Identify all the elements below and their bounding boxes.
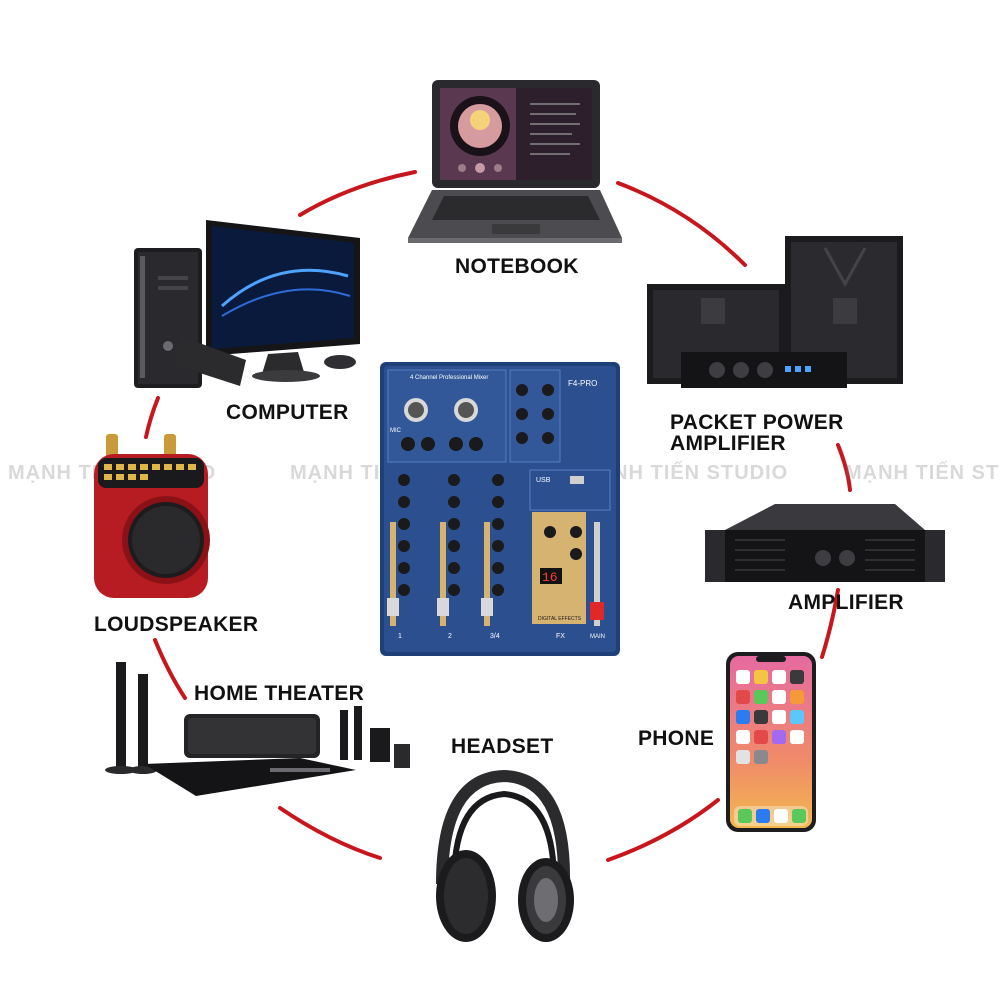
- mixer-ch2: 2: [448, 633, 452, 640]
- mixer-title: 4 Channel Professional Mixer: [410, 375, 488, 381]
- loudspeaker-label: LOUDSPEAKER: [94, 613, 259, 636]
- mixer-image: 4 Channel Professional Mixer F4-PRO USB …: [380, 362, 620, 656]
- mixer-display: 16: [542, 570, 558, 585]
- mixer-model: F4-PRO: [568, 379, 597, 388]
- arc-hometheater-headset: [278, 806, 382, 860]
- mixer-effects-label: DIGITAL EFFECTS: [538, 616, 582, 622]
- mixer-mic-label: MIC: [390, 428, 402, 434]
- mixer-ch34: 3/4: [490, 633, 500, 640]
- mixer-main: MAIN: [590, 634, 605, 640]
- notebook-image: [408, 80, 622, 243]
- arc-computer-loudspeaker: [144, 396, 160, 439]
- arc-phone-headset: [606, 798, 720, 862]
- home-theater-label: HOME THEATER: [194, 682, 365, 705]
- headset-label: HEADSET: [451, 735, 554, 758]
- arc-notebook-speakers: [616, 181, 747, 267]
- packet-power-amplifier-label-line2: AMPLIFIER: [670, 432, 786, 455]
- headset-image: [436, 769, 574, 942]
- watermark-text: MẠNH TIẾN STUDIO: [580, 462, 789, 484]
- mixer-usb: USB: [536, 477, 551, 484]
- arc-amplifier-phone: [820, 588, 840, 659]
- notebook-label: NOTEBOOK: [455, 255, 579, 278]
- computer-label: COMPUTER: [226, 401, 349, 424]
- phone-image: [726, 652, 816, 832]
- phone-label: PHONE: [638, 727, 715, 750]
- packet-power-amplifier-image: [647, 236, 903, 388]
- watermark-text: MẠNH TIẾN STUDIO: [845, 462, 1000, 484]
- loudspeaker-image: [94, 434, 210, 598]
- computer-image: [134, 220, 360, 388]
- mixer-fx: FX: [556, 633, 565, 640]
- amplifier-image: [705, 504, 945, 582]
- arc-loudspeaker-hometheater: [153, 638, 187, 700]
- packet-power-amplifier-label-line1: PACKET POWER: [670, 411, 844, 434]
- arc-notebook-computer: [298, 170, 417, 217]
- arc-packet-amplifier: [836, 443, 852, 492]
- amplifier-label: AMPLIFIER: [788, 591, 904, 614]
- home-theater-image: [105, 662, 410, 796]
- mixer-ch1: 1: [398, 633, 402, 640]
